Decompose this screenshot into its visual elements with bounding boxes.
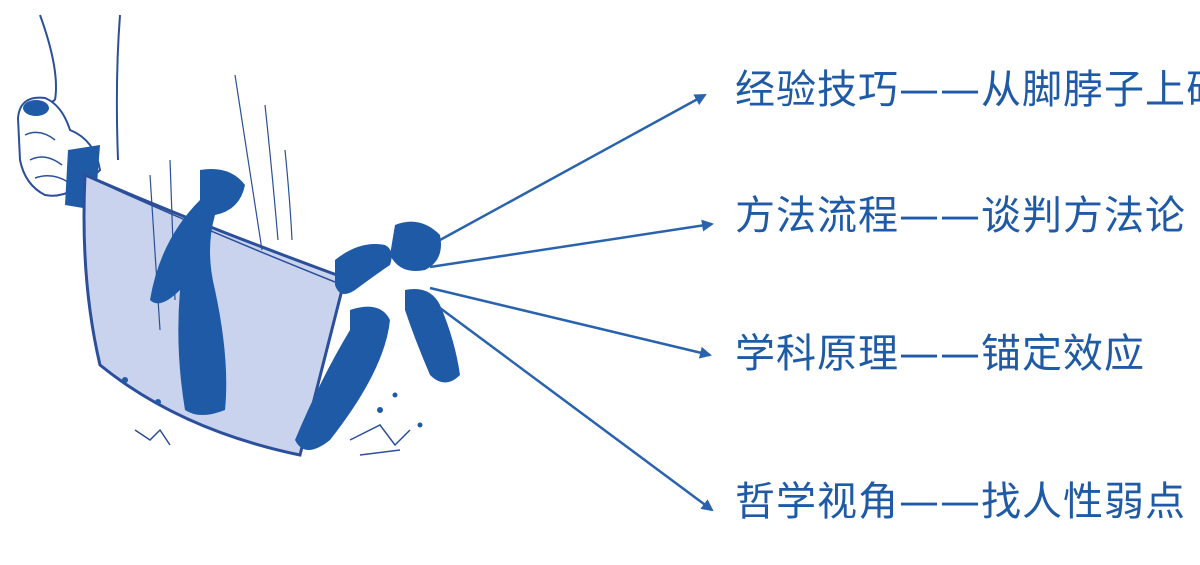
arrow-1: [429, 219, 714, 269]
brush-lettering-stamp: [150, 169, 460, 450]
branch-label-method: 方法流程——谈判方法论: [735, 193, 1186, 239]
arrow-2: [429, 286, 712, 359]
branch-label-philosophy: 哲学视角——找人性弱点: [735, 479, 1186, 525]
branch-arrows: [429, 93, 714, 512]
arrow-3: [439, 306, 714, 512]
branch-label-principle: 学科原理——锚定效应: [735, 331, 1145, 377]
arrow-0: [439, 93, 707, 242]
branch-label-experience: 经验技巧——从脚脖子上砍: [735, 67, 1200, 113]
